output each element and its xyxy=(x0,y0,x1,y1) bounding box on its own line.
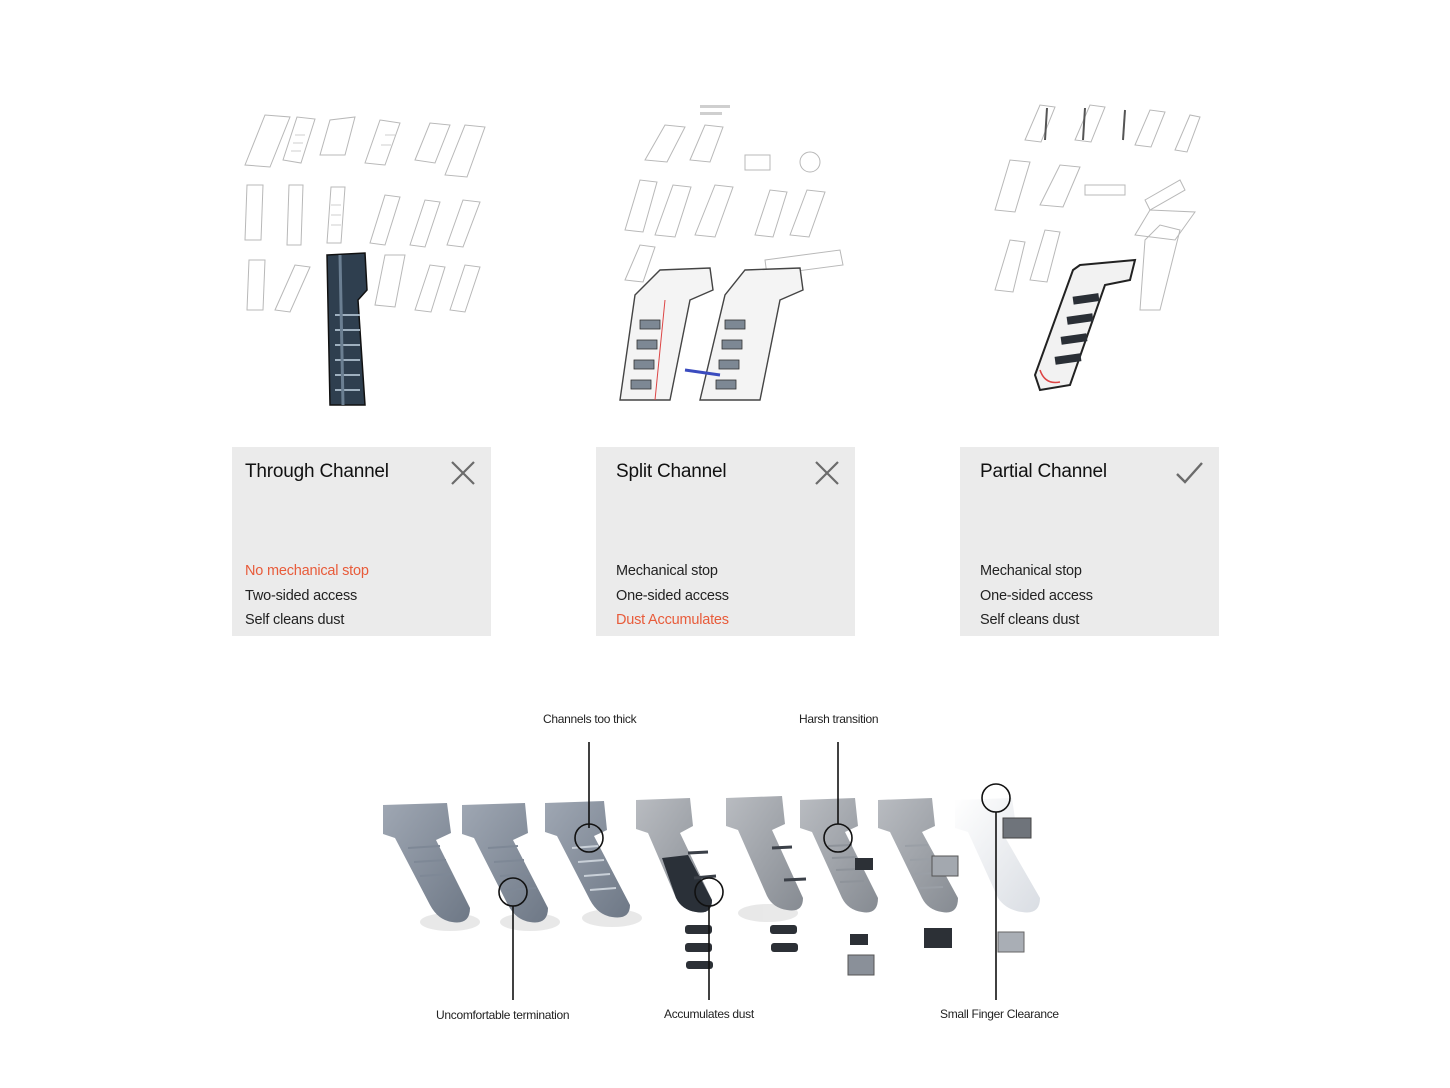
prototype-1 xyxy=(383,803,470,923)
criterion: Mechanical stop xyxy=(616,563,718,579)
criterion: Mechanical stop xyxy=(980,563,1082,579)
sketch-through-channel xyxy=(244,114,486,406)
criterion: No mechanical stop xyxy=(245,563,369,579)
sketch-partial-channel xyxy=(994,104,1201,392)
prototype-6 xyxy=(800,798,878,976)
check-icon xyxy=(1176,462,1203,484)
criteria-list: No mechanical stop Two-sided access Self… xyxy=(245,559,369,633)
x-icon xyxy=(451,461,475,485)
prototype-7 xyxy=(878,798,959,948)
prototype-2 xyxy=(462,803,548,923)
prototype-3 xyxy=(545,801,630,918)
card-title: Through Channel xyxy=(245,461,389,482)
callout-accumulates-dust: Accumulates dust xyxy=(664,1007,754,1021)
sketch-split-channel xyxy=(619,105,844,401)
criteria-list: Mechanical stop One-sided access Dust Ac… xyxy=(616,559,729,633)
card-split-channel: Split Channel Mechanical stop One-sided … xyxy=(596,447,855,636)
card-title: Split Channel xyxy=(616,461,727,482)
criterion: Dust Accumulates xyxy=(616,612,729,628)
callout-circle xyxy=(694,877,724,907)
callout-channels-too-thick: Channels too thick xyxy=(543,712,637,726)
callout-uncomfortable-termination: Uncomfortable termination xyxy=(436,1008,570,1022)
x-icon xyxy=(815,461,839,485)
prototype-5 xyxy=(726,796,807,952)
callout-circle xyxy=(498,877,528,907)
prototype-4 xyxy=(636,798,717,969)
card-through-channel: Through Channel No mechanical stop Two-s… xyxy=(232,447,491,636)
callout-circle xyxy=(823,823,853,853)
callout-circle xyxy=(574,823,604,853)
card-partial-channel: Partial Channel Mechanical stop One-side… xyxy=(960,447,1219,636)
criterion: Self cleans dust xyxy=(980,612,1080,628)
callout-harsh-transition: Harsh transition xyxy=(799,712,879,726)
criterion: Self cleans dust xyxy=(245,612,345,628)
callout-small-finger-clearance: Small Finger Clearance xyxy=(940,1007,1059,1021)
prototype-8 xyxy=(955,798,1040,953)
card-title: Partial Channel xyxy=(980,461,1107,482)
callout-circle xyxy=(981,783,1011,813)
criteria-list: Mechanical stop One-sided access Self cl… xyxy=(980,559,1093,633)
criterion: Two-sided access xyxy=(245,587,358,604)
criterion: One-sided access xyxy=(980,587,1093,604)
criterion: One-sided access xyxy=(616,587,729,604)
